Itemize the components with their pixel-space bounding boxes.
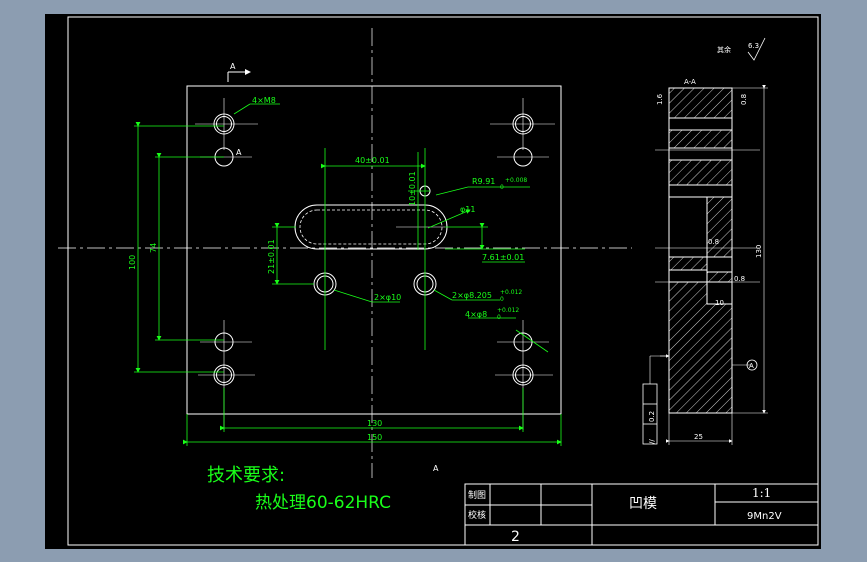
title-part-name: 凹模: [629, 496, 657, 512]
title-checked-label: 校核: [468, 509, 486, 521]
title-drawn-label: 制图: [468, 489, 486, 501]
side-dim-10: 10: [715, 299, 724, 307]
parallel-symbol: //: [648, 439, 656, 444]
dim-4xphi8-tol: +0.012: [497, 307, 519, 314]
dim-4xphi8-tol2: 0: [497, 314, 501, 321]
title-material: 9Mn2V: [747, 511, 782, 522]
dim-2xphi10: 2×φ10: [374, 293, 401, 302]
roughness-16: 1.6: [656, 93, 664, 105]
dim-phi11: φ11: [460, 205, 475, 214]
front-view: [58, 28, 632, 478]
roughness-other-value: 6.3: [748, 42, 759, 50]
datum-label: A: [749, 362, 754, 370]
section-arrow-label-bottom: A: [433, 464, 439, 473]
side-dim-25: 25: [694, 433, 703, 441]
dim-130: 130: [367, 419, 382, 428]
section-arrows: [227, 69, 251, 82]
roughness-08-top: 0.8: [740, 94, 748, 105]
hole-m8-bottom-left: [198, 364, 255, 386]
roughness-08-low: 0.8: [734, 275, 745, 283]
dim-21: 21±0.01: [267, 239, 276, 274]
drawing-border: [67, 16, 819, 546]
dimension-lines: [134, 103, 562, 446]
side-dim-130: 130: [755, 245, 763, 258]
notes-title: 技术要求:: [207, 465, 285, 486]
dim-r991-tol: +0.008: [505, 177, 527, 184]
section-arrow-label-top: A: [230, 62, 236, 71]
title-block: [464, 483, 819, 546]
hole-phi8-top-right: [497, 147, 549, 167]
dim-761: 7.61±0.01: [482, 253, 524, 262]
dim-40: 40±0.01: [355, 156, 390, 165]
dim-2xphi8205: 2×φ8.205: [452, 291, 492, 300]
dim-10: 10±0.01: [408, 171, 417, 206]
dim-100: 100: [128, 255, 137, 270]
dim-4xm8: 4×M8: [252, 96, 276, 105]
title-number: 2: [511, 529, 520, 545]
plate-outline: [186, 85, 562, 415]
hole-ref-label: A: [236, 148, 242, 157]
hole-m8-top-right: [490, 98, 555, 150]
section-view: [642, 85, 768, 445]
dim-2xphi8205-tol2: 0: [500, 296, 504, 303]
roughness-symbol-other: [747, 37, 766, 61]
hole-m8-bottom-right: [495, 364, 553, 386]
hole-m8-top-left: [195, 98, 258, 150]
dim-4xphi8: 4×φ8: [465, 310, 487, 319]
dim-150: 150: [367, 433, 382, 442]
section-label: A-A: [684, 78, 696, 86]
dim-2xphi8205-tol: +0.012: [500, 289, 522, 296]
dim-74: 74: [149, 243, 158, 253]
dim-r991: R9.91: [472, 177, 495, 186]
notes-line1: 热处理60-62HRC: [255, 493, 391, 513]
parallel-value: 0.2: [648, 411, 656, 422]
dim-r991-tol2: 0: [500, 184, 504, 191]
title-scale: 1:1: [752, 486, 771, 500]
roughness-other: 其余: [717, 45, 731, 54]
roughness-08-mid: 0.8: [708, 238, 719, 246]
